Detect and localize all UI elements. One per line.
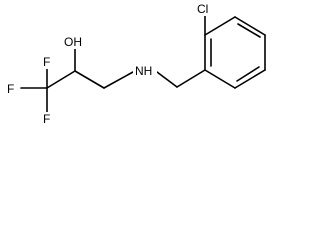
bond-c1-c2 [46,70,76,89]
bond-c2-c3 [74,70,105,89]
bond-c3-n [103,71,134,89]
ring-bond-2 [204,16,236,36]
ring-double-3 [236,66,260,82]
bond-n-c4 [156,71,178,88]
atom-label-oh: OH [64,35,82,49]
ring-double-2 [237,23,261,38]
structure-diagram: Cl OH NH F F F [5,2,266,126]
ring-bond-6 [204,69,236,89]
atom-label-f-top: F [43,55,50,69]
ring-bond-5 [234,69,266,89]
ring-bond-3 [234,16,266,36]
atom-label-f-bottom: F [43,112,50,126]
bond-c4-ring [176,69,206,88]
atom-labels: Cl OH NH F F F [5,2,216,126]
molecule-drawing: Cl OH NH F F F [5,2,266,126]
atom-label-nh: NH [135,64,152,78]
bonds [20,13,266,113]
atom-label-cl: Cl [197,2,208,16]
atom-label-f-left: F [7,82,14,96]
